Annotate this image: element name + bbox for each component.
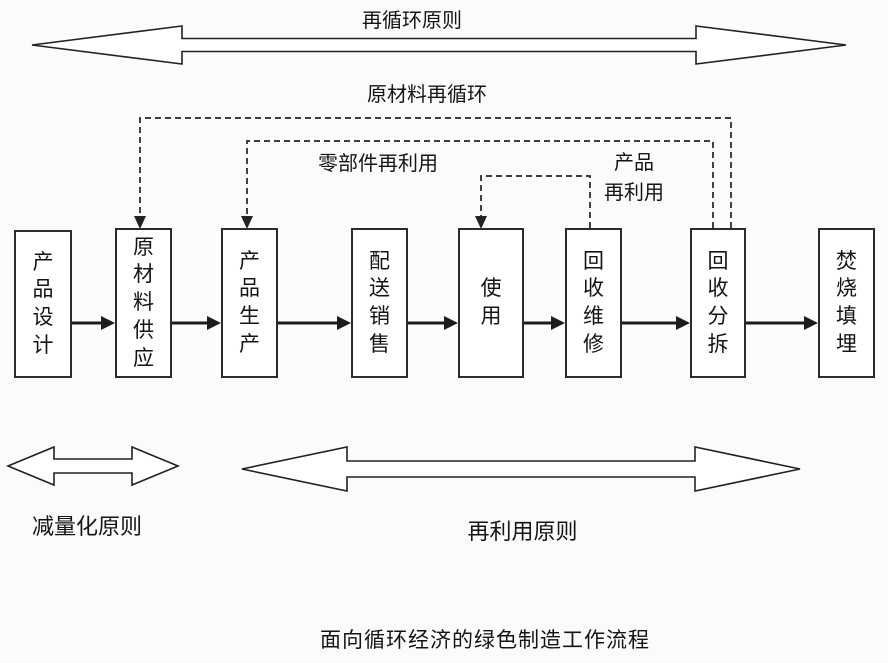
feedback-line-parts: [246, 140, 714, 228]
reuse-principle-arrow: [241, 446, 801, 492]
process-box-incineration-landfill: 焚烧填埋: [818, 228, 875, 378]
label-recycle-principle: 再循环原则: [362, 8, 462, 32]
process-box-product-design: 产品设计: [14, 230, 72, 378]
process-box-recycle-disassembly: 回收分拆: [690, 228, 746, 378]
process-box-label: 配送销售: [369, 248, 390, 356]
label-parts-reuse: 零部件再利用: [318, 151, 438, 175]
process-box-label: 回收维修: [583, 248, 604, 356]
label-reduce-principle: 减量化原则: [31, 515, 142, 540]
label-product-reuse-line2: 再利用: [604, 180, 664, 204]
reduce-principle-arrow: [5, 445, 181, 487]
process-box-recycle-repair: 回收维修: [565, 228, 622, 378]
feedback-arrowhead-raw-material: [134, 216, 146, 229]
process-box-label: 产品生产: [239, 248, 260, 356]
process-box-label: 产品设计: [32, 249, 54, 357]
label-raw-material-recycle: 原材料再循环: [367, 82, 487, 106]
label-product-reuse-line1: 产品: [614, 150, 654, 174]
process-box-distribution-sales: 配送销售: [351, 228, 408, 378]
flow-arrow-3: [278, 316, 351, 330]
process-box-raw-material-supply: 原材料供应: [115, 228, 172, 378]
process-box-label: 使用: [480, 276, 502, 328]
process-box-label: 焚烧填埋: [836, 248, 857, 356]
feedback-arrowhead-parts: [241, 216, 253, 229]
recycle-principle-arrow: [31, 25, 847, 65]
feedback-arrowhead-product: [475, 216, 487, 229]
flow-arrow-2: [172, 316, 221, 330]
diagram-title: 面向循环经济的绿色制造工作流程: [320, 628, 650, 652]
process-box-use: 使用: [458, 228, 524, 378]
process-box-production: 产品生产: [221, 228, 278, 378]
flow-arrow-7: [746, 316, 818, 330]
flow-arrow-4: [408, 316, 458, 330]
process-box-label: 原材料供应: [133, 234, 154, 370]
label-reuse-principle: 再利用原则: [467, 520, 578, 545]
flow-arrow-6: [622, 316, 690, 330]
feedback-line-raw-material: [139, 117, 732, 228]
process-box-label: 回收分拆: [707, 248, 729, 356]
flow-arrow-5: [524, 316, 565, 330]
feedback-line-product: [480, 175, 591, 228]
flow-arrow-1: [72, 316, 115, 330]
